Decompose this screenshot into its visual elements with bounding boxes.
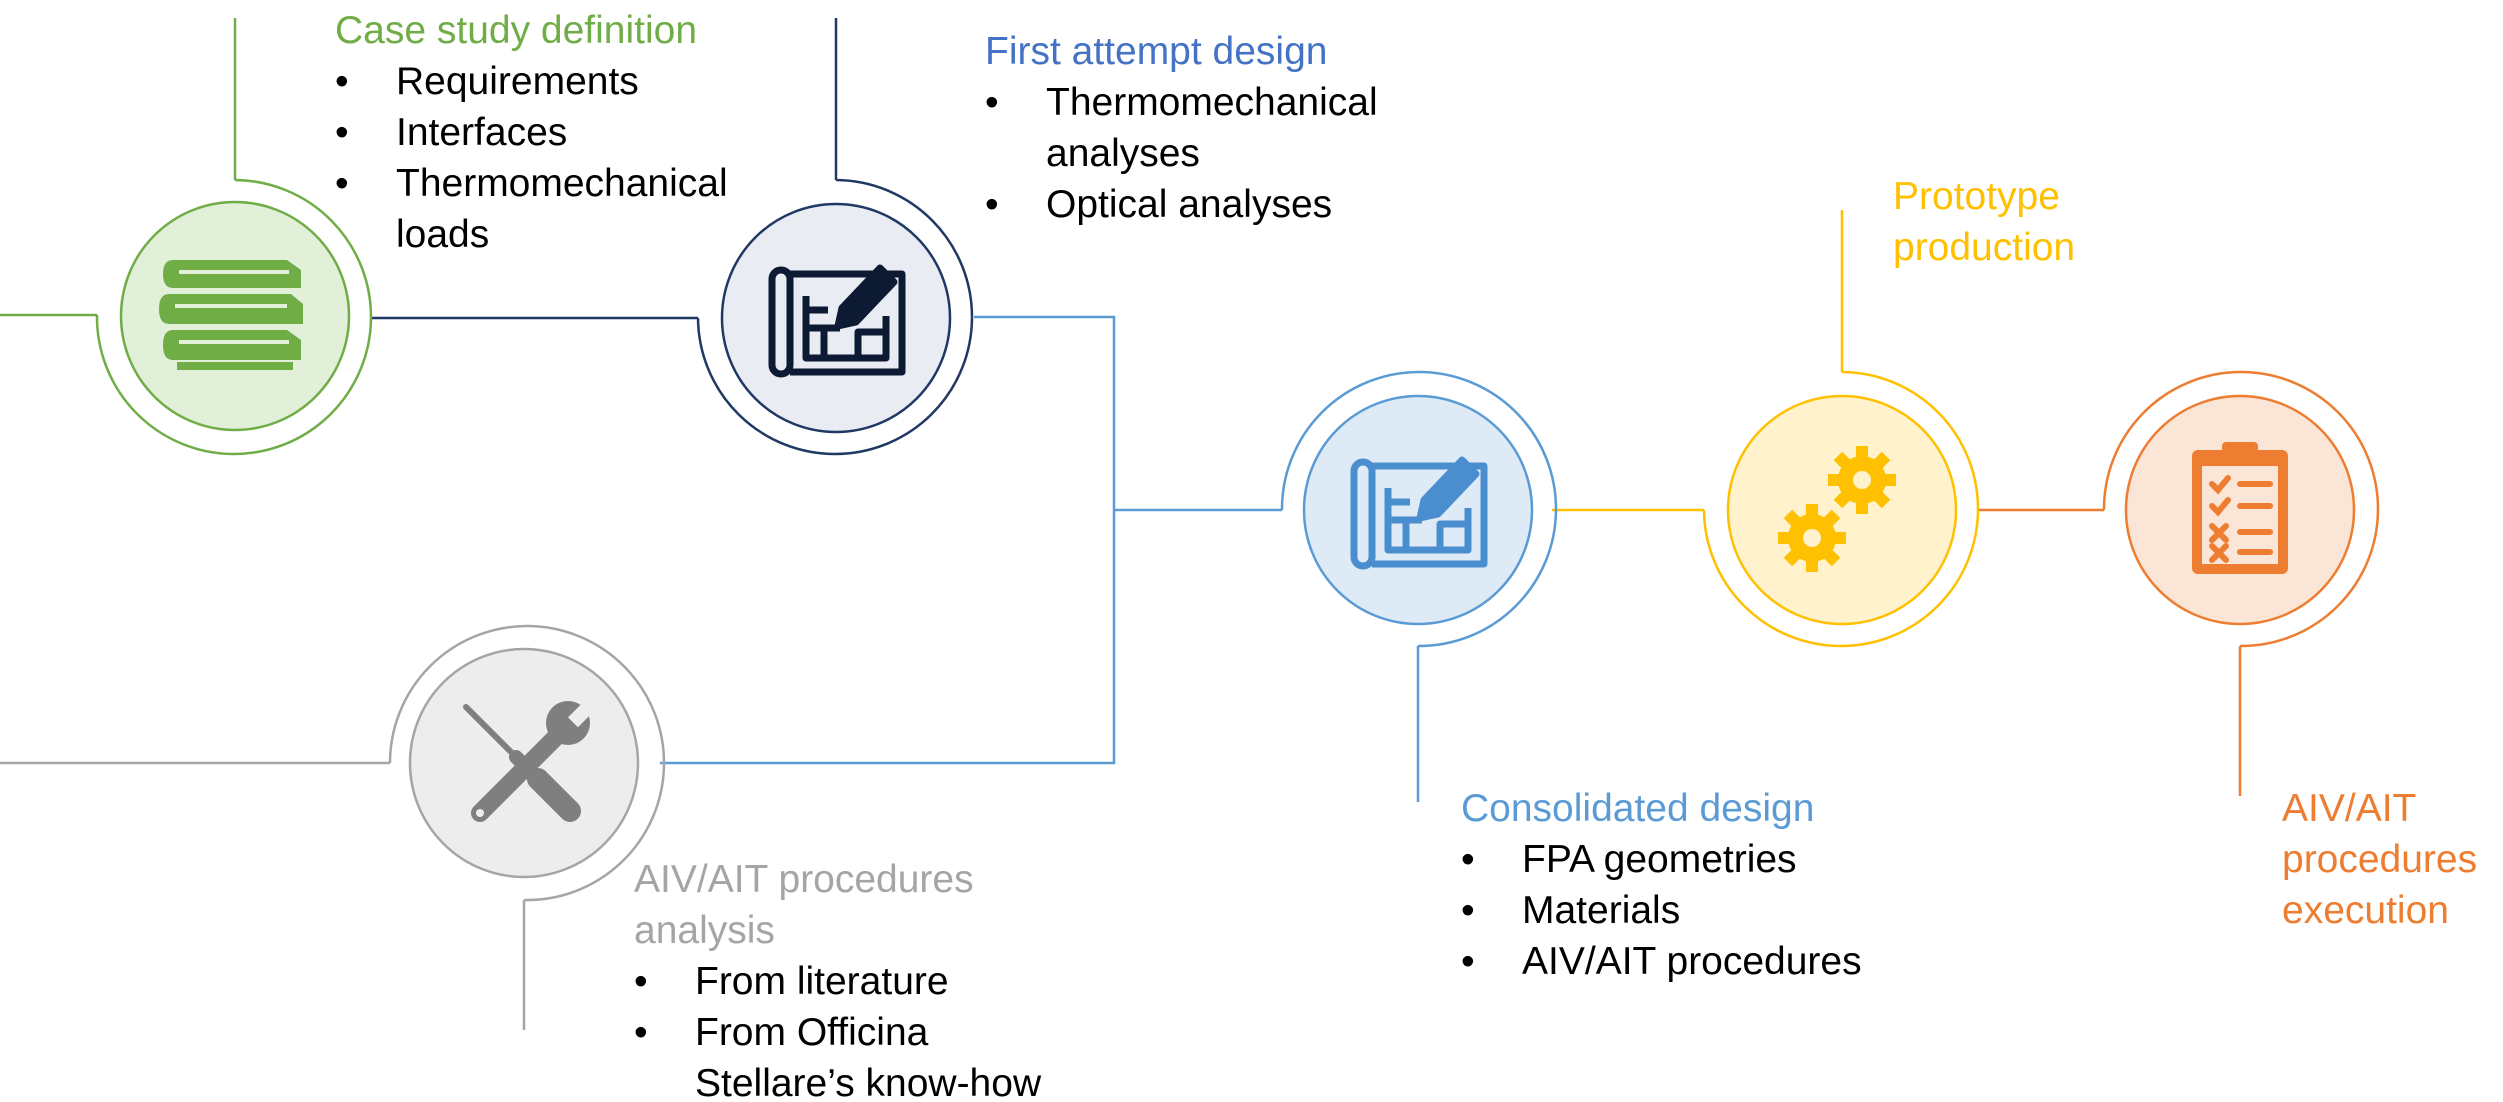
consolidated-bullets: FPA geometries Materials AIV/AIT procedu… bbox=[1461, 834, 1961, 987]
prototype-node bbox=[1726, 394, 1958, 626]
gears-icon bbox=[1778, 446, 1896, 572]
tools-icon bbox=[463, 698, 597, 822]
aiv-analysis-bullets: From literature From Officina Stellare’s… bbox=[634, 956, 1084, 1102]
prototype-block: Prototype production bbox=[1893, 171, 2123, 273]
first-attempt-title: First attempt design bbox=[985, 30, 1328, 73]
list-item: Thermomechanical analyses bbox=[985, 77, 1445, 179]
navy-arc bbox=[696, 178, 974, 456]
case-study-block: Case study definition Requirements Inter… bbox=[335, 5, 795, 260]
consolidated-node bbox=[1302, 394, 1534, 626]
execution-title: AIV/AIT procedures execution bbox=[2282, 787, 2478, 932]
list-item: Optical analyses bbox=[985, 179, 1445, 230]
books-icon bbox=[159, 260, 303, 370]
execution-block: AIV/AIT procedures execution bbox=[2282, 783, 2497, 936]
prototype-title: Prototype production bbox=[1893, 175, 2076, 269]
consolidated-title: Consolidated design bbox=[1461, 787, 1815, 830]
list-item: From literature bbox=[634, 956, 1084, 1007]
aiv-analysis-title: AIV/AIT procedures analysis bbox=[634, 858, 974, 952]
first-attempt-bullets: Thermomechanical analyses Optical analys… bbox=[985, 77, 1445, 230]
first-attempt-block: First attempt design Thermomechanical an… bbox=[985, 26, 1445, 230]
yellow-arc bbox=[1702, 370, 1980, 648]
blueprint-icon bbox=[1350, 456, 1488, 570]
orange-arc bbox=[2102, 370, 2380, 648]
list-item: AIV/AIT procedures bbox=[1461, 936, 1961, 987]
blue-connector-first-attempt bbox=[660, 315, 1116, 765]
list-item: Thermomechanical loads bbox=[335, 158, 795, 260]
gray-arc bbox=[388, 624, 666, 902]
aiv-analysis-block: AIV/AIT procedures analysis From literat… bbox=[634, 854, 1084, 1102]
blueprint-icon bbox=[768, 264, 906, 378]
list-item: FPA geometries bbox=[1461, 834, 1961, 885]
list-item: Materials bbox=[1461, 885, 1961, 936]
list-item: Interfaces bbox=[335, 107, 795, 158]
case-study-bullets: Requirements Interfaces Thermomechanical… bbox=[335, 56, 795, 260]
green-arc bbox=[95, 178, 373, 456]
consolidated-block: Consolidated design FPA geometries Mater… bbox=[1461, 783, 1961, 987]
list-item: From Officina Stellare’s know-how bbox=[634, 1007, 1084, 1102]
checklist-icon bbox=[2192, 442, 2288, 574]
case-study-title: Case study definition bbox=[335, 9, 698, 52]
list-item: Requirements bbox=[335, 56, 795, 107]
blue-arc bbox=[1280, 370, 1558, 648]
